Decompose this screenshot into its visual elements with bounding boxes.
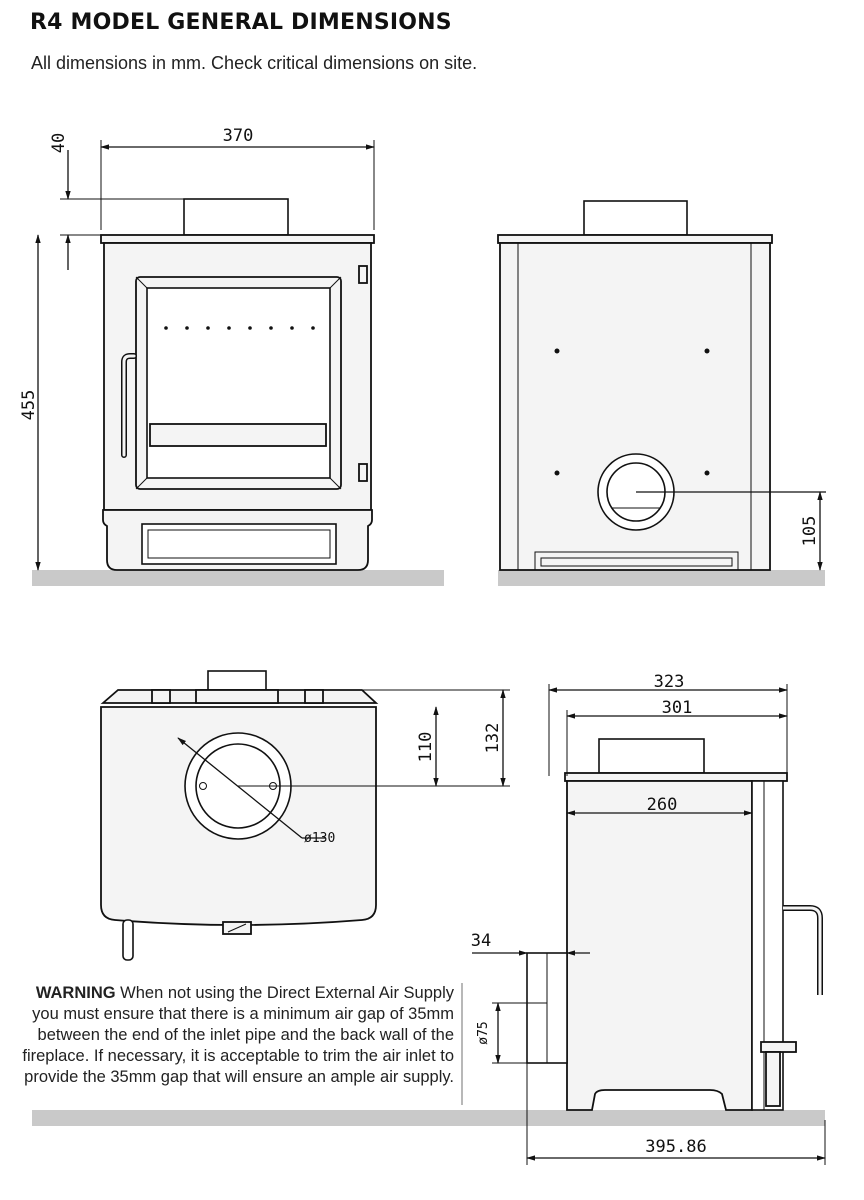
- warning-note: WARNING When not using the Direct Extern…: [8, 983, 454, 1088]
- rear-view: 105: [497, 200, 826, 586]
- side-top-plate: [564, 772, 788, 782]
- dim-flue-diameter: ø130: [304, 831, 335, 846]
- side-body: [566, 780, 753, 1111]
- front-log-guard: [149, 423, 327, 447]
- warning-label: WARNING: [35, 984, 116, 1002]
- page-title: R4 MODEL GENERAL DIMENSIONS: [30, 10, 452, 35]
- front-hinge-bottom: [358, 463, 368, 482]
- rear-flue-collar: [583, 200, 688, 236]
- top-view: ø130 110 132: [100, 670, 510, 961]
- side-flue-collar: [598, 738, 705, 774]
- warning-text: When not using the Direct External Air S…: [22, 984, 454, 1086]
- side-floor: [32, 1110, 825, 1126]
- front-door-glass: [146, 287, 331, 479]
- dim-side-323: 323: [654, 672, 685, 692]
- front-flue-collar: [183, 198, 289, 236]
- dim-front-height: 455: [19, 390, 39, 421]
- front-hinge-top: [358, 265, 368, 284]
- rear-top-plate: [497, 234, 773, 244]
- dim-overall-depth: 395.86: [645, 1137, 706, 1157]
- front-ashpan: [141, 523, 337, 565]
- front-airwash-holes: [164, 326, 315, 330]
- dim-air-diameter: ø75: [476, 1021, 491, 1044]
- dim-top-132: 132: [483, 723, 503, 754]
- dim-air-34: 34: [471, 931, 491, 951]
- dim-side-301: 301: [662, 698, 693, 718]
- front-floor: [32, 570, 444, 586]
- front-top-plate: [100, 234, 375, 244]
- side-door-handle: [783, 905, 823, 995]
- dim-side-260: 260: [647, 795, 678, 815]
- page-subtitle: All dimensions in mm. Check critical dim…: [31, 53, 478, 73]
- dim-top-110: 110: [416, 732, 436, 763]
- rear-floor: [498, 570, 825, 586]
- side-view: 323 301 260 34 ø75 395.86: [32, 672, 826, 1165]
- top-flue-stub: [207, 670, 267, 692]
- dim-front-width: 370: [223, 126, 254, 146]
- dim-outlet-height: 105: [800, 516, 820, 547]
- dim-flue-height: 40: [49, 133, 69, 153]
- front-view: 370 40 455: [19, 126, 444, 586]
